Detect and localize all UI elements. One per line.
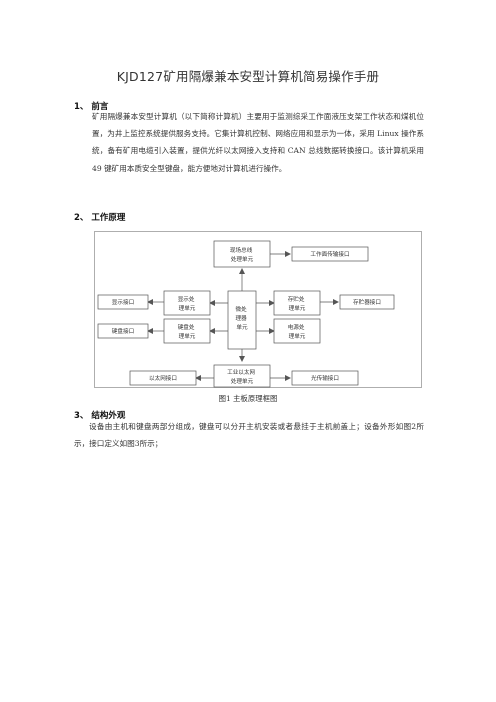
block-keyboard-unit-label: 键盘处 理单元 [178,323,197,340]
block-cpu-label: 微处 理器 单元 [236,305,249,331]
figure-caption: 图1 主板原理框图 [218,394,278,403]
document-title: KJD127矿用隔爆兼本安型计算机简易操作手册 [116,69,380,84]
block-display-unit-frame [163,290,211,316]
block-ethernet-unit-frame [213,364,271,388]
block-storage-port-frame [339,294,395,310]
block-power-unit-frame [273,318,321,344]
block-storage-unit-label: 存贮处 理单元 [288,295,307,312]
block-display-unit-label: 显示处 理单元 [178,295,197,312]
block-work-face-frame [291,246,369,262]
structure-paragraph: 设备由主机和键盘两部分组成，键盘可以分开主机安装或者悬挂于主机前盖上；设备外形如… [74,422,424,449]
block-field-bus-label: 现场总线 处理单元 [230,246,254,263]
block-ethernet-unit-label: 工业以太网 处理单元 [227,368,257,385]
block-field-bus-frame [213,240,271,268]
section-heading-preface: 1、 前言 [74,102,109,112]
block-keyboard-port-label: 键盘接口 [112,327,134,335]
block-storage-unit-frame [273,290,321,316]
block-display-port-label: 显示接口 [112,298,134,306]
mainboard-block-diagram: 现场总线 处理单元 工作面传输接口 显示处 理单元 显示接口 键盘处 理单元 键… [94,231,422,388]
preface-paragraph: 矿用隔爆兼本安型计算机（以下简称计算机）主要用于监测综采工作面液压支架工作状态和… [92,112,424,173]
block-work-face-label: 工作面传输接口 [310,250,349,258]
block-ethernet-port-label: 以太网接口 [149,374,177,382]
block-keyboard-port-frame [97,323,149,339]
block-keyboard-unit-frame [163,318,211,344]
block-display-port-frame [97,294,149,310]
block-cpu-frame [227,290,257,350]
section-heading-principle: 2、 工作原理 [74,213,126,223]
block-ethernet-port-frame [129,370,197,386]
block-storage-port-label: 存贮器接口 [353,298,381,306]
block-power-unit-label: 电源处 理单元 [288,323,307,340]
block-fiber-port-label: 光传输接口 [311,374,339,382]
section-heading-structure: 3、 结构外观 [74,411,126,421]
block-fiber-port-frame [291,370,359,386]
